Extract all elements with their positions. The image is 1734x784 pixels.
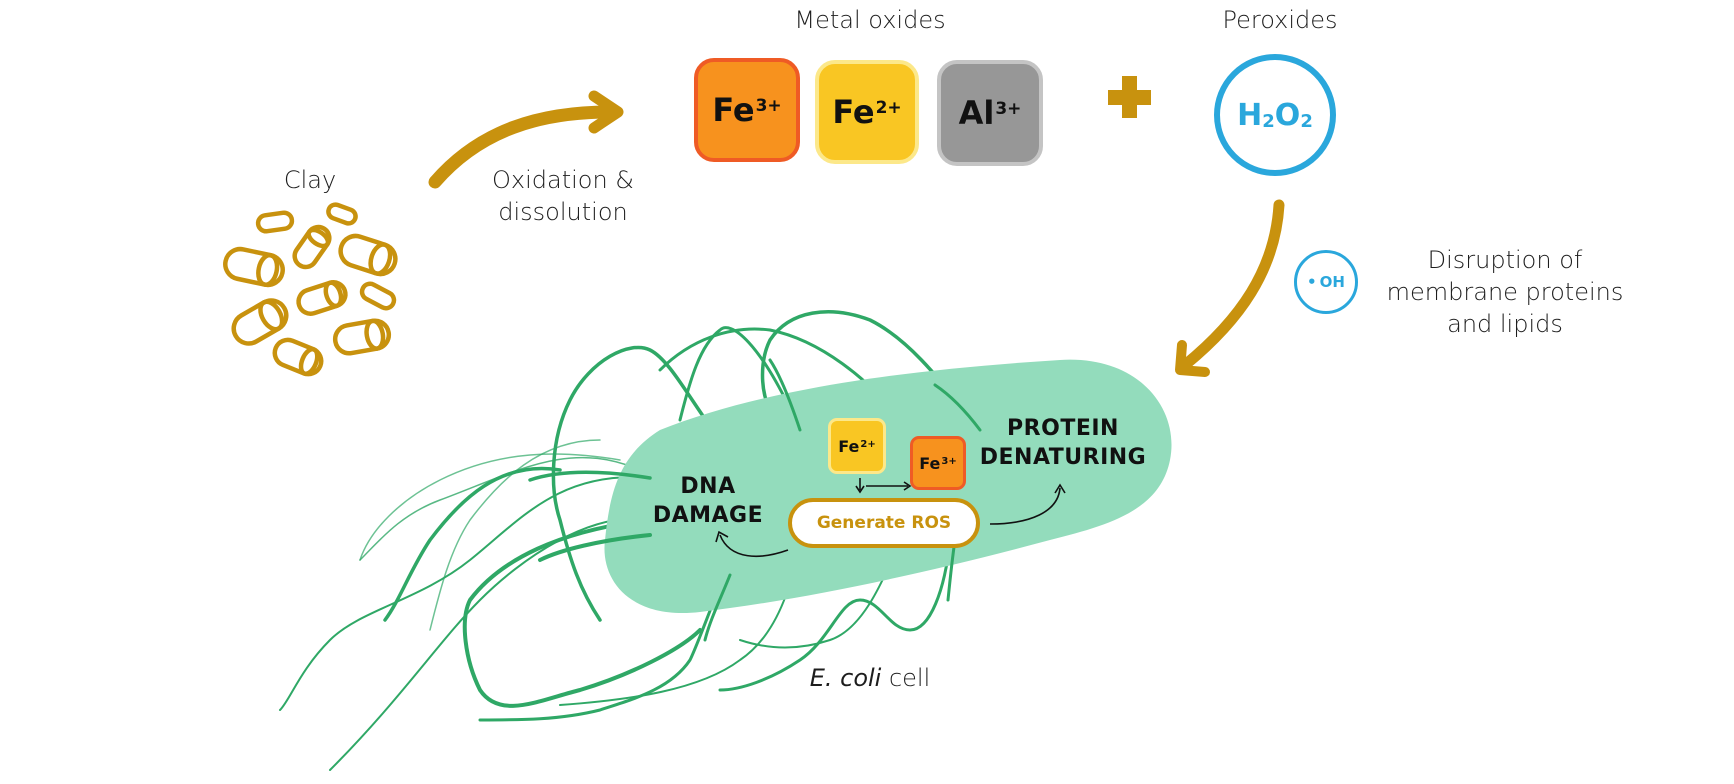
h2o2-h: H (1237, 97, 1263, 133)
h2o2-sub-a: 2 (1262, 110, 1275, 132)
dna-damage-line-1: DNA (680, 474, 736, 499)
clay-particles-icon (223, 202, 398, 377)
metal-oxides-label: Metal oxides (794, 6, 946, 34)
disruption-line-3: and lipids (1447, 310, 1563, 338)
protein-line-2: DENATURING (979, 445, 1147, 470)
disruption-label: Disruption of membrane proteins and lipi… (1370, 244, 1640, 340)
h2o2-sub-b: 2 (1300, 110, 1313, 132)
oxidation-line-2: dissolution (498, 198, 628, 226)
plus-icon (1108, 76, 1151, 118)
h2o2-o: O (1274, 97, 1301, 133)
ecoli-cell-label: E. coli cell (790, 662, 950, 694)
cell-fe2-charge: 2+ (860, 438, 876, 450)
dna-damage-label: DNA DAMAGE (638, 472, 778, 530)
cell-fe2-symbol: Fe (838, 436, 860, 456)
radical-dot: • (1307, 273, 1317, 291)
disruption-line-1: Disruption of (1427, 246, 1583, 274)
peroxides-label: Peroxides (1222, 6, 1338, 34)
fe2-symbol: Fe (832, 93, 875, 131)
disruption-line-2: membrane proteins (1386, 278, 1624, 306)
radical-text: OH (1319, 273, 1345, 291)
ecoli-rest: cell (881, 664, 931, 692)
oxidation-line-1: Oxidation & (491, 166, 635, 194)
al3-symbol: Al (958, 94, 995, 132)
cell-fe3-charge: 3+ (941, 455, 957, 467)
curved-arrow-icon (428, 90, 624, 189)
al3-charge: 3+ (995, 99, 1022, 119)
reaction-arrows (715, 478, 1066, 558)
clay-label: Clay (283, 166, 337, 194)
protein-denaturing-label: PROTEIN DENATURING (978, 414, 1148, 472)
dna-damage-line-2: DAMAGE (652, 503, 764, 528)
curved-arrow-icon (1175, 199, 1285, 377)
hydroxyl-radical-icon: •OH (1294, 250, 1358, 314)
fe3-charge: 3+ (755, 96, 782, 116)
oxidation-label: Oxidation & dissolution (468, 164, 658, 228)
fe3-symbol: Fe (712, 91, 755, 129)
protein-line-1: PROTEIN (1007, 416, 1119, 441)
ecoli-italic: E. coli (809, 664, 882, 692)
fe2-charge: 2+ (875, 98, 902, 118)
generate-ros-pill: Generate ROS (788, 498, 980, 548)
cell-fe3-symbol: Fe (919, 453, 941, 473)
